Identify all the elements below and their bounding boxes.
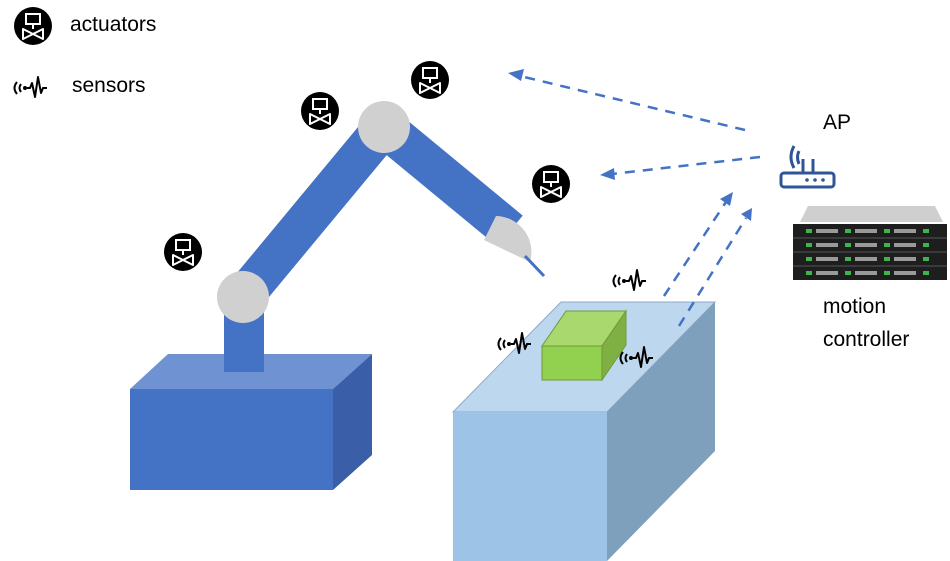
controller-label-line1: motion	[823, 295, 887, 318]
actuator-icon-lower-arm	[300, 91, 340, 131]
sensor-icon-table-top	[612, 269, 647, 291]
robot-base	[130, 354, 372, 490]
controller-label-line2: controller	[823, 328, 910, 351]
wifi-router-icon	[779, 145, 836, 189]
actuator-icon-wrist	[531, 164, 571, 204]
actuator-icon-base-joint	[163, 232, 203, 272]
link-arrowheads	[508, 69, 752, 221]
legend-actuator-icon	[13, 6, 53, 46]
wireless-links	[519, 74, 761, 327]
server-rack-icon	[793, 206, 947, 280]
legend-actuators-label: actuators	[70, 13, 157, 36]
workpiece-object	[541, 309, 627, 382]
legend-sensor-icon	[13, 76, 48, 98]
work-table	[451, 301, 717, 561]
legend-sensors-label: sensors	[72, 74, 146, 97]
ap-label: AP	[823, 111, 852, 134]
robot-arm	[217, 101, 546, 372]
actuator-icon-elbow	[410, 60, 450, 100]
